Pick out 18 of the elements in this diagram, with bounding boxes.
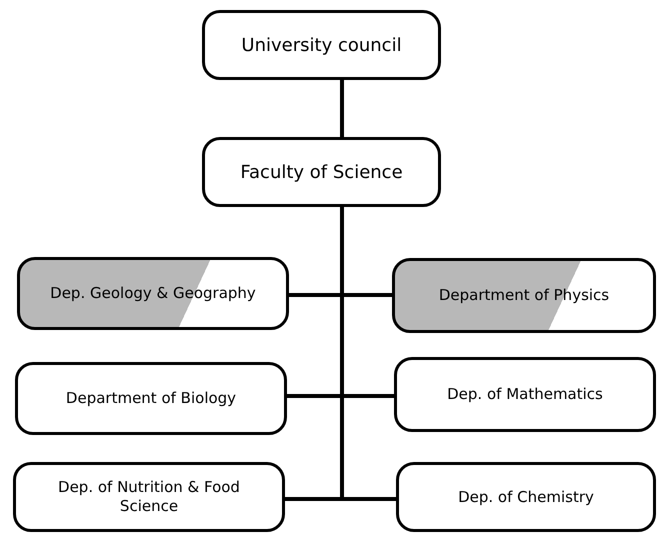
box-label: Dep. of Mathematics <box>447 385 603 404</box>
box-label: Faculty of Science <box>240 160 403 184</box>
box-label: Department of Physics <box>438 286 610 305</box>
connector-line <box>340 80 344 137</box>
org-box <box>396 462 656 532</box>
box-label: Dep. of Chemistry <box>458 488 594 506</box>
box-label: University council <box>241 34 402 58</box>
connector-line <box>340 207 396 501</box>
org-box <box>392 258 656 333</box>
org-box <box>15 362 287 435</box>
org-box <box>13 462 285 532</box>
box-label: Dep. Geology & Geography <box>50 284 256 303</box>
box-label: Dep. of Nutrition & Food Science <box>57 478 241 516</box>
box-label: Department of Biology <box>66 389 236 408</box>
org-box <box>202 10 441 80</box>
org-box <box>394 357 656 432</box>
org-box <box>202 137 441 207</box>
org-box <box>17 257 289 330</box>
